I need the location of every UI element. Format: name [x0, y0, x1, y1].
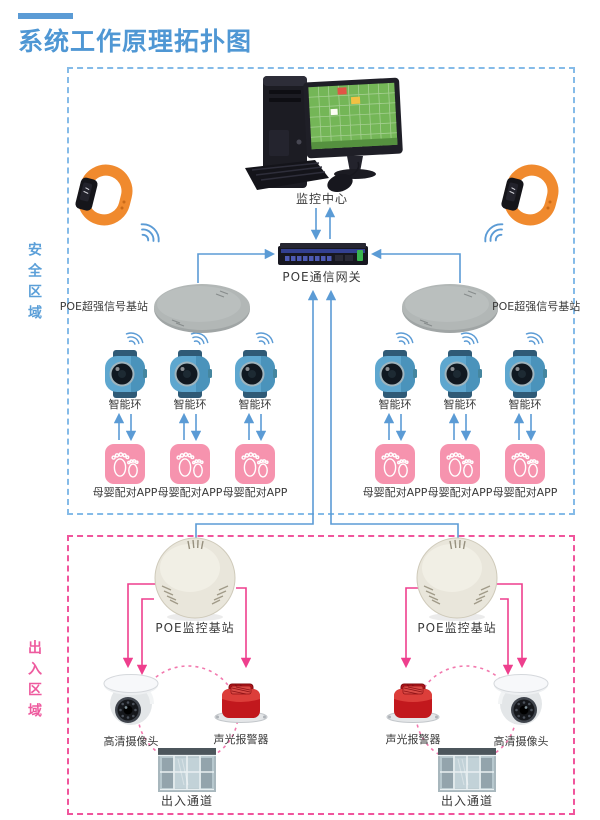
title-accent-bar — [18, 13, 73, 19]
hd-camera-right-label: 高清摄像头 — [493, 735, 549, 748]
pairing-app-icon — [505, 444, 545, 484]
smart-ring-label: 智能环 — [443, 398, 477, 411]
smart-ring-label: 智能环 — [173, 398, 207, 411]
smart-ring-icon — [170, 350, 212, 398]
hd-camera-left-label: 高清摄像头 — [103, 735, 159, 748]
smart-ring-column: 智能环 母婴配对APP — [85, 350, 165, 500]
monitor-station-right-image — [416, 537, 498, 622]
monitor-center-image — [244, 75, 403, 195]
smart-ring-column: 智能环 母婴配对APP — [420, 350, 500, 500]
smart-ring-column: 智能环 母婴配对APP — [485, 350, 565, 500]
alarm-right-image — [386, 683, 440, 723]
smart-ring-icon — [105, 350, 147, 398]
channel-right-image — [438, 748, 496, 792]
smart-ring-column: 智能环 母婴配对APP — [355, 350, 435, 500]
pairing-app-icon — [375, 444, 415, 484]
access-zone-label: 出入区域 — [26, 640, 42, 724]
signal-station-left-label: POE超强信号基站 — [59, 300, 148, 313]
monitor-center-label: 监控中心 — [295, 192, 348, 206]
page-title: 系统工作原理拓扑图 — [18, 27, 253, 56]
poe-gateway-image — [278, 243, 368, 265]
access-zone-box — [67, 535, 575, 815]
hd-camera-left-image — [102, 674, 160, 727]
smart-ring-label: 智能环 — [508, 398, 542, 411]
monitor-station-right-label: POE监控基站 — [417, 621, 497, 635]
signal-station-right-image — [401, 283, 499, 334]
alarm-left-label: 声光报警器 — [213, 733, 269, 746]
pairing-app-label: 母婴配对APP — [222, 486, 288, 499]
safety-zone-box — [67, 67, 575, 515]
alarm-right-label: 声光报警器 — [385, 733, 441, 746]
smart-ring-column: 智能环 母婴配对APP — [215, 350, 295, 500]
pairing-app-label: 母婴配对APP — [157, 486, 223, 499]
pairing-app-icon — [105, 444, 145, 484]
pairing-app-icon — [440, 444, 480, 484]
smart-ring-label: 智能环 — [108, 398, 142, 411]
channel-left-label: 出入通道 — [160, 794, 213, 808]
wristband-right-image — [498, 164, 562, 228]
smart-ring-label: 智能环 — [238, 398, 272, 411]
monitor-station-left-label: POE监控基站 — [155, 621, 235, 635]
smart-ring-column: 智能环 母婴配对APP — [150, 350, 230, 500]
pairing-app-label: 母婴配对APP — [492, 486, 558, 499]
monitor-station-left-image — [154, 537, 236, 622]
wristband-left-image — [72, 164, 136, 228]
hd-camera-right-image — [492, 674, 550, 727]
signal-station-left-image — [153, 283, 251, 334]
pairing-app-label: 母婴配对APP — [427, 486, 493, 499]
channel-right-label: 出入通道 — [440, 794, 493, 808]
signal-station-right-label: POE超强信号基站 — [492, 300, 581, 313]
safety-zone-label: 安全区域 — [26, 242, 42, 326]
poe-gateway-label: POE通信网关 — [282, 270, 362, 284]
alarm-left-image — [214, 683, 268, 723]
pairing-app-label: 母婴配对APP — [92, 486, 158, 499]
channel-left-image — [158, 748, 216, 792]
smart-ring-icon — [505, 350, 547, 398]
pairing-app-icon — [235, 444, 275, 484]
smart-ring-icon — [375, 350, 417, 398]
smart-ring-label: 智能环 — [378, 398, 412, 411]
smart-ring-icon — [235, 350, 277, 398]
pairing-app-label: 母婴配对APP — [362, 486, 428, 499]
pairing-app-icon — [170, 444, 210, 484]
smart-ring-icon — [440, 350, 482, 398]
